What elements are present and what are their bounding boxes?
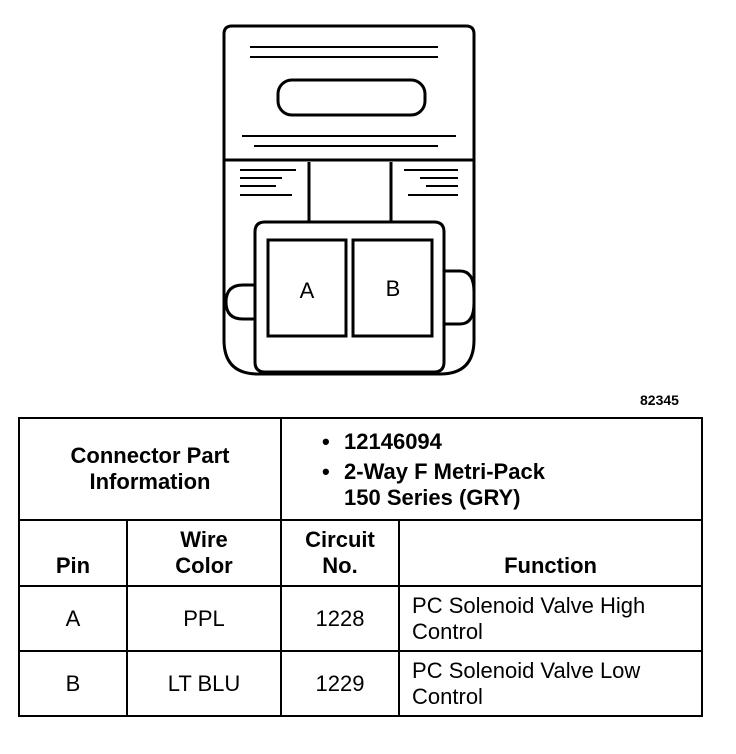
wire-color-cell: PPL (125, 585, 283, 652)
function-line: Control (412, 683, 483, 709)
part-info-title: Connector Part Information (17, 417, 283, 521)
header-circuit-no: Circuit No. (280, 519, 401, 587)
part-info-title-line: Information (89, 469, 211, 494)
part-number: 12146094 (344, 429, 442, 454)
part-description: 2-Way F Metri-Pack (344, 459, 545, 484)
circuit-cell: 1228 (280, 585, 401, 652)
header-circuit-line: Circuit (305, 527, 375, 552)
header-row: Pin Wire Color Circuit No. Function (18, 519, 704, 587)
header-wire-color: Wire Color (125, 519, 283, 587)
pin-b-label: B (386, 276, 401, 301)
function-line: Control (412, 618, 483, 644)
header-wire-color-line: Color (175, 553, 233, 578)
pin-a-cavity (266, 238, 348, 338)
figure-number: 82345 (640, 392, 679, 408)
part-info-row: Connector Part Information • 12146094 • 2-… (17, 417, 704, 521)
pin-a-label: A (300, 278, 315, 303)
right-side-bump (444, 269, 476, 326)
pin-cell: B (18, 650, 128, 717)
latch-window (276, 78, 427, 117)
left-side-bump (224, 283, 255, 321)
header-circuit-line: No. (322, 553, 358, 578)
header-wire-color-line: Wire (180, 527, 228, 552)
connector-face-drawing: A B (222, 24, 476, 376)
table-row: A PPL 1228 PC Solenoid Valve High Contro… (18, 585, 704, 652)
bullet-icon: • (322, 459, 330, 484)
part-info-details: • 12146094 • 2-Way F Metri-Pack 150 Series… (280, 417, 704, 521)
function-cell: PC Solenoid Valve High Control (398, 585, 704, 652)
function-line: PC Solenoid Valve High (412, 592, 646, 618)
function-cell: PC Solenoid Valve Low Control (398, 650, 704, 717)
pin-cavity-outline (253, 220, 446, 374)
header-function: Function (398, 519, 704, 587)
bullet-icon: • (322, 429, 330, 454)
wire-color-cell: LT BLU (125, 650, 283, 717)
circuit-cell: 1229 (280, 650, 401, 717)
connector-body-outline (222, 24, 476, 376)
function-line: PC Solenoid Valve Low (412, 657, 641, 683)
header-pin: Pin (18, 519, 128, 587)
pin-cell: A (18, 585, 128, 652)
part-info-title-line: Connector Part (70, 443, 230, 468)
pin-b-cavity (351, 238, 434, 338)
connector-pinout-table: Connector Part Information • 12146094 • 2-… (17, 417, 704, 717)
table-row: B LT BLU 1229 PC Solenoid Valve Low Cont… (18, 650, 704, 717)
part-description-cont: 150 Series (GRY) (344, 485, 521, 510)
